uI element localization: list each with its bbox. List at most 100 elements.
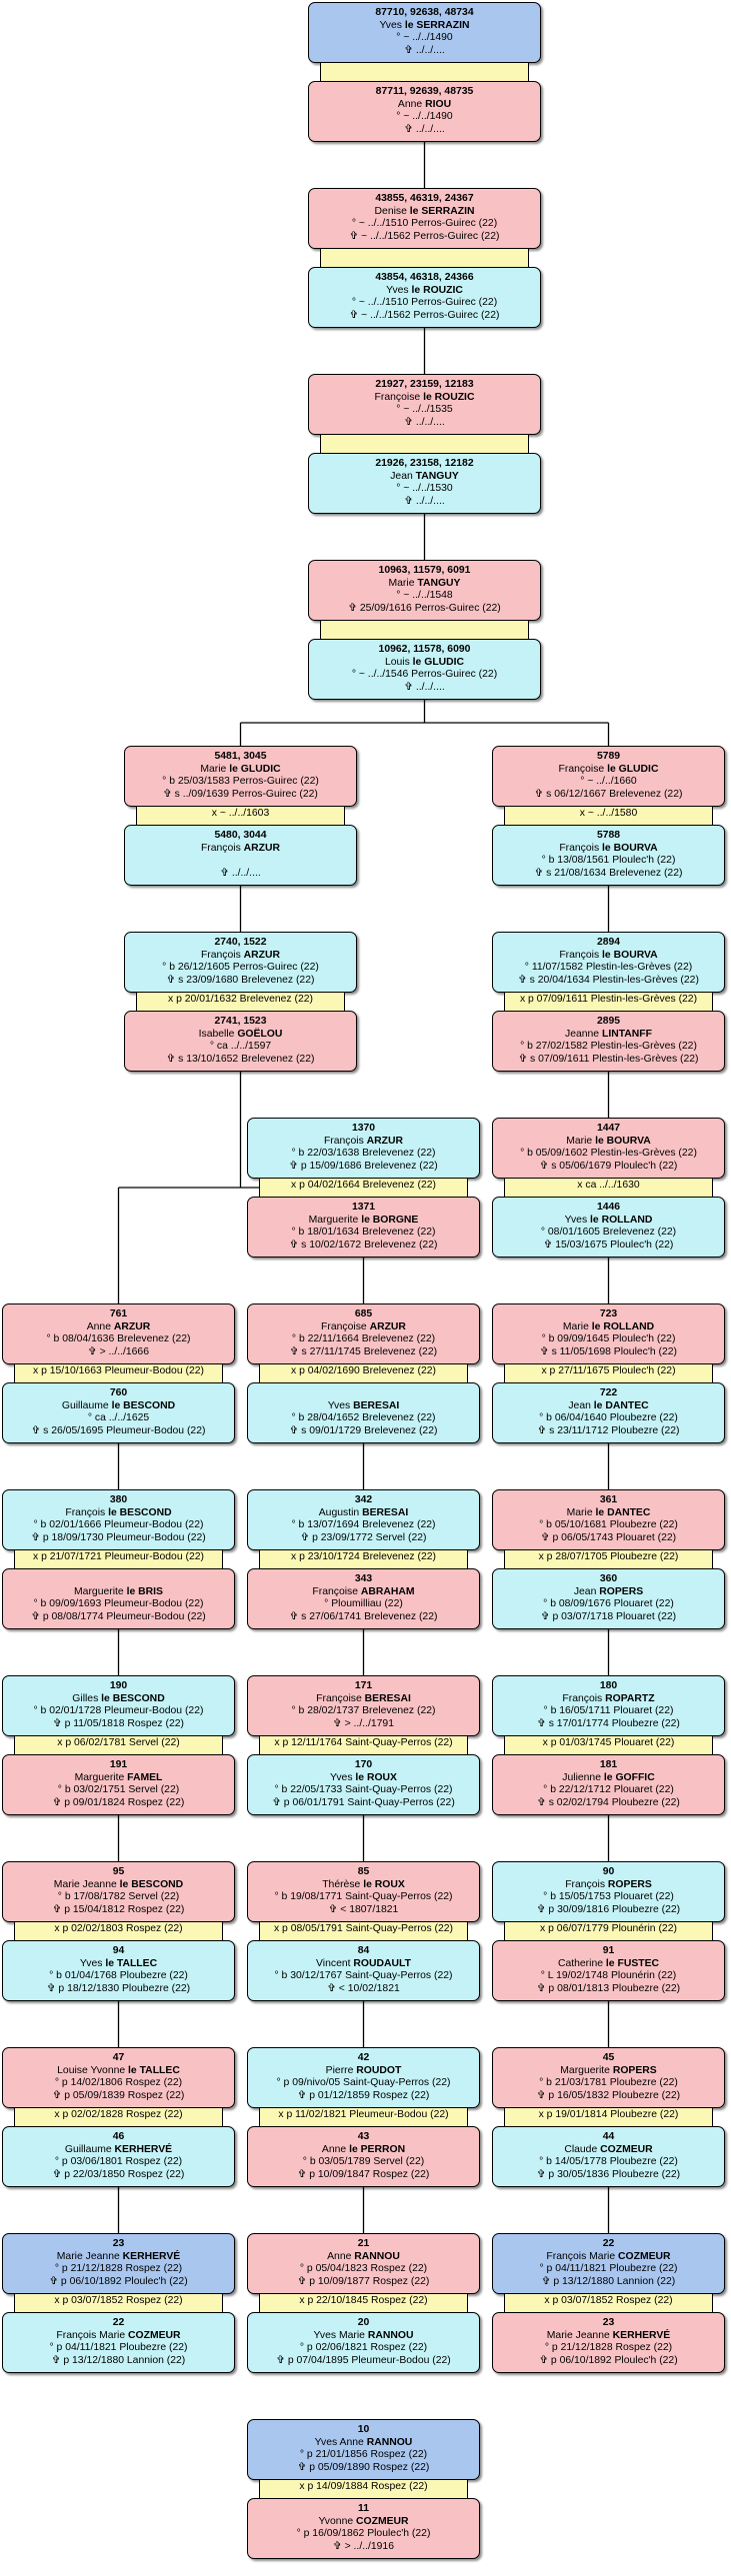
birth-info: ° b 22/03/1638 Brelevenez (22) <box>291 1148 436 1160</box>
sosa-numbers: 10 <box>357 2424 370 2435</box>
birth-info: ° b 03/05/1789 Servel (22) <box>302 2156 425 2168</box>
death-info: ✞ 25/09/1616 Perros-Guirec (22) <box>348 602 501 614</box>
death-info: ✞ s 17/01/1774 Ploubezre (22) <box>537 1717 680 1729</box>
person-name: Jean le DANTEC <box>568 1399 649 1411</box>
marriage-band: x p 19/01/1814 Ploubezre (22) <box>504 2107 713 2127</box>
person-card[interactable]: Yves BERESAI° b 28/04/1652 Brelevenez (2… <box>247 1382 480 1443</box>
death-info: ✞ ../../.... <box>404 681 445 693</box>
person-name: Yves Marie RANNOU <box>313 2329 414 2341</box>
death-info: ✞ 15/03/1675 Ploulec'h (22) <box>543 1239 674 1251</box>
person-name: François ARZUR <box>323 1135 404 1147</box>
death-info: ✞ p 03/07/1718 Plouaret (22) <box>540 1610 677 1622</box>
sosa-numbers: 180 <box>599 1680 618 1691</box>
birth-info: ° p 03/06/1801 Rospez (22) <box>54 2156 183 2168</box>
birth-info: ° b 01/04/1768 Ploubezre (22) <box>49 1970 188 1982</box>
sosa-numbers: 11 <box>358 2503 369 2514</box>
person-card[interactable]: Marguerite le BRIS° b 09/09/1693 Pleumeu… <box>2 1568 235 1629</box>
sosa-numbers: 46 <box>112 2131 125 2142</box>
person-name: Vincent ROUDAULT <box>316 1957 411 1969</box>
birth-info: ° b 27/02/1582 Plestin-les-Grèves (22) <box>520 1041 697 1053</box>
person-name: Marie Jeanne KERHERVÉ <box>56 2250 181 2262</box>
person-name: Marie le BOURVA <box>566 1135 651 1147</box>
sosa-numbers: 42 <box>357 2052 370 2063</box>
marriage-band: x ca ../../1630 <box>504 1178 713 1198</box>
death-info: ✞ s 23/09/1680 Brelevenez (22) <box>166 974 315 986</box>
marriage-band <box>320 620 529 640</box>
person-name: Françoise BERESAI <box>316 1692 411 1704</box>
person-name: Yves le TALLEC <box>79 1957 158 1969</box>
person-name: Marie TANGUY <box>388 577 461 589</box>
death-info: ✞ s 26/05/1695 Pleumeur-Bodou (22) <box>31 1424 206 1436</box>
sosa-numbers: 90 <box>602 1866 615 1877</box>
death-info: ✞ > ../../1916 <box>333 2540 394 2552</box>
birth-info: ° p 04/11/1821 Ploubezre (22) <box>49 2342 188 2354</box>
sosa-numbers: 723 <box>599 1308 618 1319</box>
birth-info: ° b 22/05/1733 Saint-Quay-Perros (22) <box>274 1784 453 1796</box>
death-info: ✞ s 11/05/1698 Ploulec'h (22) <box>539 1345 677 1357</box>
death-info: ✞ p 18/12/1830 Ploubezre (22) <box>46 1982 191 1994</box>
sosa-numbers: 87710, 92638, 48734 <box>375 7 474 18</box>
birth-info: ° p 16/09/1862 Ploulec'h (22) <box>296 2528 431 2540</box>
person-name: François ARZUR <box>200 842 281 854</box>
birth-info: ° b 09/09/1645 Ploulec'h (22) <box>541 1333 676 1345</box>
sosa-numbers: 361 <box>599 1494 618 1505</box>
birth-info: ° p 21/12/1828 Rospez (22) <box>54 2263 183 2275</box>
